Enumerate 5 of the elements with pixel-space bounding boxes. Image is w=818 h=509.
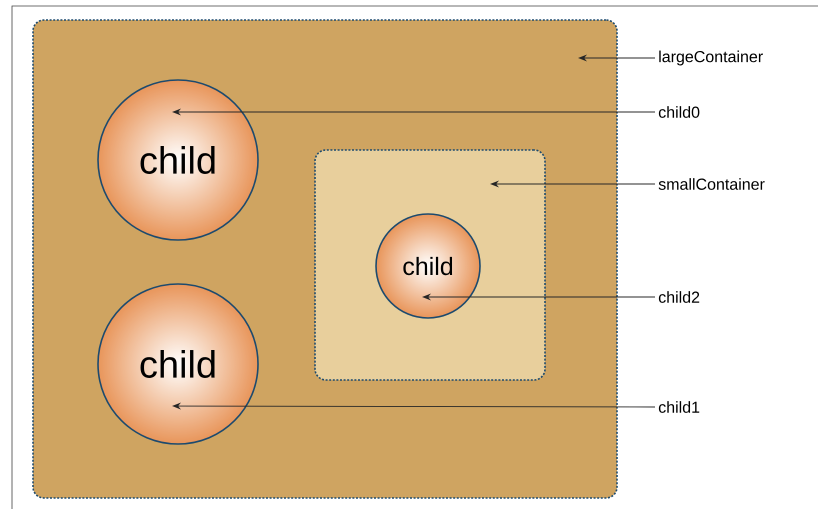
callout-label: smallContainer [658, 178, 765, 190]
callout-label: child2 [658, 291, 700, 303]
callout-label: child1 [658, 401, 700, 413]
callout-label: child0 [658, 106, 700, 118]
callout-label: largeContainer [659, 50, 763, 66]
